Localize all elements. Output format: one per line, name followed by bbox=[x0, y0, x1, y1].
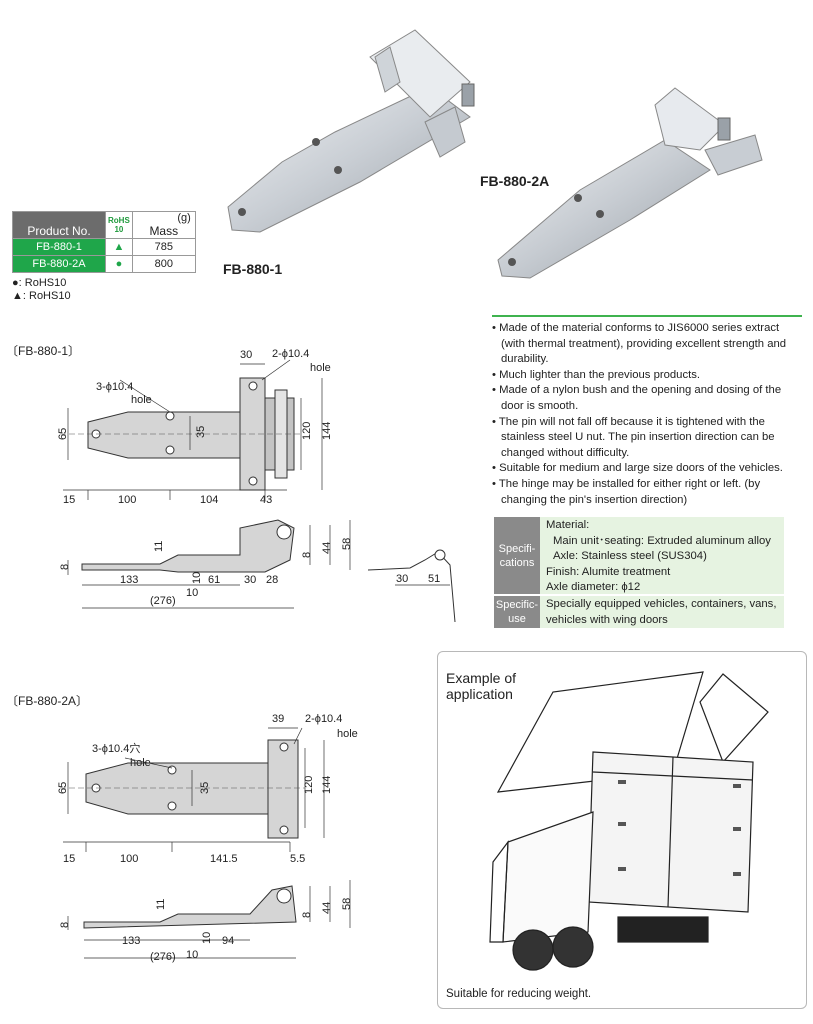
svg-text:120: 120 bbox=[301, 422, 313, 440]
product-photo-fb-880-1 bbox=[227, 29, 475, 233]
svg-text:hole: hole bbox=[310, 362, 331, 374]
svg-text:94: 94 bbox=[222, 935, 234, 947]
svg-text:133: 133 bbox=[120, 574, 138, 586]
svg-text:hole: hole bbox=[131, 394, 152, 406]
application-title: Example of application bbox=[446, 670, 517, 702]
drawing-title: 〔FB-880-2A〕 bbox=[6, 694, 88, 708]
svg-text:104: 104 bbox=[200, 494, 218, 506]
list-item: • Made of the material conforms to JIS60… bbox=[492, 322, 787, 366]
svg-text:10: 10 bbox=[186, 587, 198, 599]
svg-text:133: 133 bbox=[122, 935, 140, 947]
svg-text:58: 58 bbox=[341, 538, 353, 550]
svg-text:58: 58 bbox=[341, 898, 353, 910]
svg-text:(276): (276) bbox=[150, 951, 176, 963]
svg-text:35: 35 bbox=[195, 426, 207, 438]
svg-text:10: 10 bbox=[191, 572, 203, 584]
drawing-fb-880-2a: 〔FB-880-2A〕 39 2-ϕ10.4 hole 3-ϕ10.4穴 hol… bbox=[6, 694, 358, 963]
legend-triangle: ▲: RoHS10 bbox=[12, 290, 71, 302]
feature-list: • Made of the material conforms to JIS60… bbox=[492, 315, 802, 508]
svg-text:11: 11 bbox=[155, 899, 167, 910]
list-item: • Made of a nylon bush and the opening a… bbox=[492, 384, 782, 412]
svg-text:144: 144 bbox=[321, 776, 333, 794]
svg-text:100: 100 bbox=[118, 494, 136, 506]
svg-text:43: 43 bbox=[260, 494, 272, 506]
product-photo-fb-880-2a bbox=[497, 87, 763, 279]
svg-text:44: 44 bbox=[321, 902, 333, 914]
list-item: • The hinge may be installed for either … bbox=[492, 477, 761, 506]
svg-text:51: 51 bbox=[428, 573, 440, 585]
drawing-title: 〔FB-880-1〕 bbox=[6, 344, 80, 358]
spec-specifications: Specifi-cations Material: Main unit･seat… bbox=[494, 517, 784, 594]
table-row: FB-880-1 ▲ 785 bbox=[12, 238, 196, 256]
svg-text:30: 30 bbox=[244, 574, 256, 586]
svg-text:(276): (276) bbox=[150, 595, 176, 607]
application-example: Example of application Suitable for redu… bbox=[437, 651, 807, 1009]
col-mass-header: (g)Mass bbox=[131, 211, 196, 239]
spec-key: Specifi-cations bbox=[494, 517, 540, 594]
svg-text:15: 15 bbox=[63, 853, 75, 865]
truck-illustration bbox=[489, 671, 769, 971]
svg-text:61: 61 bbox=[208, 574, 220, 586]
svg-text:141.5: 141.5 bbox=[210, 853, 238, 865]
col-product-header: Product No. bbox=[12, 211, 106, 239]
drawing-fb-880-1: 〔FB-880-1〕 30 2-ϕ10.4 hole 3-ϕ10.4 hole … bbox=[6, 344, 456, 623]
svg-text:2-ϕ10.4: 2-ϕ10.4 bbox=[305, 713, 342, 725]
svg-text:3-ϕ10.4: 3-ϕ10.4 bbox=[96, 381, 133, 393]
svg-text:hole: hole bbox=[337, 728, 358, 740]
svg-text:3-ϕ10.4穴: 3-ϕ10.4穴 bbox=[92, 741, 140, 755]
svg-text:39: 39 bbox=[272, 713, 284, 725]
list-item: • Much lighter than the previous product… bbox=[492, 368, 701, 381]
svg-text:10: 10 bbox=[186, 949, 198, 961]
svg-text:44: 44 bbox=[321, 542, 333, 554]
svg-text:15: 15 bbox=[63, 494, 75, 506]
svg-text:30: 30 bbox=[240, 349, 252, 361]
table-row: FB-880-2A ● 800 bbox=[12, 255, 196, 273]
svg-text:120: 120 bbox=[303, 776, 315, 794]
list-item: • Suitable for medium and large size doo… bbox=[492, 462, 783, 475]
svg-text:8: 8 bbox=[301, 912, 313, 918]
svg-text:5.5: 5.5 bbox=[290, 853, 305, 865]
svg-text:8: 8 bbox=[301, 552, 313, 558]
svg-text:hole: hole bbox=[130, 757, 151, 769]
spec-use: Specific-use Specially equipped vehicles… bbox=[494, 596, 784, 628]
svg-text:28: 28 bbox=[266, 574, 278, 586]
product-label-fb-880-1: FB-880-1 bbox=[223, 261, 283, 277]
svg-text:8: 8 bbox=[59, 564, 71, 570]
svg-text:30: 30 bbox=[396, 573, 408, 585]
legend-circle: ●: RoHS10 bbox=[12, 277, 67, 289]
svg-text:2-ϕ10.4: 2-ϕ10.4 bbox=[272, 348, 309, 360]
use-key: Specific-use bbox=[494, 596, 540, 628]
product-label-fb-880-2a: FB-880-2A bbox=[480, 173, 550, 189]
svg-text:10: 10 bbox=[201, 932, 213, 944]
svg-text:8: 8 bbox=[59, 922, 71, 928]
svg-text:11: 11 bbox=[153, 541, 165, 552]
list-item: • The pin will not fall off because it i… bbox=[492, 415, 775, 459]
application-caption: Suitable for reducing weight. bbox=[446, 988, 592, 1000]
svg-text:65: 65 bbox=[57, 782, 69, 794]
svg-text:65: 65 bbox=[57, 428, 69, 440]
svg-text:35: 35 bbox=[199, 782, 211, 794]
svg-text:100: 100 bbox=[120, 853, 138, 865]
svg-text:144: 144 bbox=[321, 422, 333, 440]
